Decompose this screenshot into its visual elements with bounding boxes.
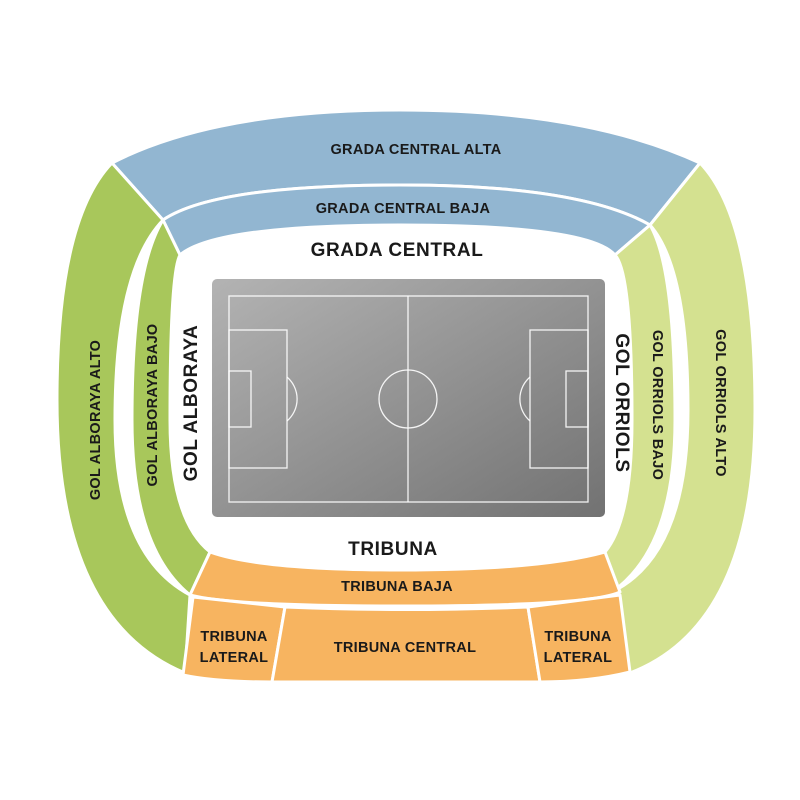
center-circle: [378, 369, 438, 429]
label-tribuna-central: TRIBUNA CENTRAL: [334, 640, 477, 656]
label-stand-tribuna: TRIBUNA: [348, 539, 438, 560]
pitch: [212, 279, 605, 517]
section-tribuna-baja[interactable]: [188, 550, 622, 608]
label-stand-gol-alboraya: GOL ALBORAYA: [181, 325, 202, 482]
label-gol-alboraya-alto: GOL ALBORAYA ALTO: [88, 340, 104, 500]
label-tribuna-baja: TRIBUNA BAJA: [341, 579, 453, 595]
label-grada-central-baja: GRADA CENTRAL BAJA: [316, 201, 491, 217]
right-goal-area: [565, 370, 589, 428]
left-penalty-arc: [286, 376, 298, 422]
label-stand-gol-orriols: GOL ORRIOLS: [611, 333, 632, 472]
section-gol-orriols-alto[interactable]: [610, 161, 757, 675]
label-tribuna-lateral-left-line1: TRIBUNA: [200, 629, 268, 645]
label-tribuna-lateral-right-line1: TRIBUNA: [544, 629, 612, 645]
right-penalty-arc: [519, 376, 531, 422]
section-tribuna-lateral-right[interactable]: [526, 593, 632, 684]
label-gol-orriols-bajo: GOL ORRIOLS BAJO: [649, 330, 665, 480]
label-gol-alboraya-bajo: GOL ALBORAYA BAJO: [145, 323, 161, 486]
label-stand-grada-central: GRADA CENTRAL: [311, 240, 484, 261]
label-tribuna-lateral-right-line2: LATERAL: [544, 650, 613, 666]
label-tribuna-lateral-left-line2: LATERAL: [200, 650, 269, 666]
section-gol-alboraya-alto[interactable]: [55, 161, 192, 675]
label-grada-central-alta: GRADA CENTRAL ALTA: [330, 142, 501, 158]
left-goal-area: [228, 370, 252, 428]
label-gol-orriols-alto: GOL ORRIOLS ALTO: [712, 329, 728, 477]
